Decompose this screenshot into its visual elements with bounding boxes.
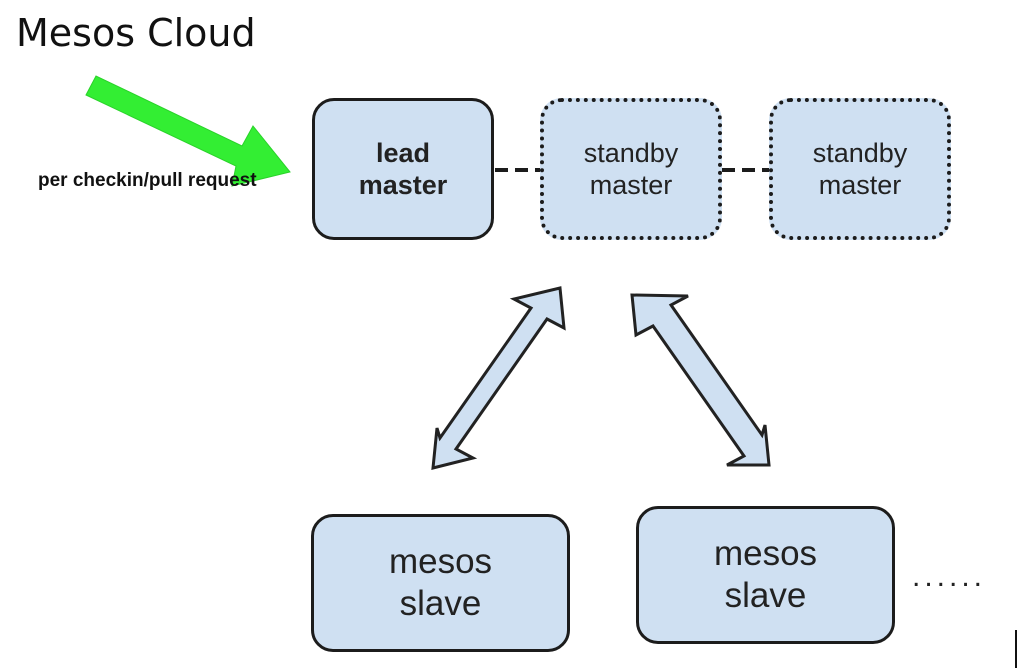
slave-line2: slave [399,584,482,623]
trigger-arrow [85,75,291,187]
trigger-label: per checkin/pull request [38,170,257,191]
mesos-slave-node: mesos slave [636,506,895,644]
mesos-slave-node: mesos slave [311,514,570,652]
standby-master-line1: standby [583,137,679,168]
slave-line1: mesos [388,542,493,581]
standby-master-line2: master [818,170,902,200]
standby-master-node: standby master [540,98,722,240]
standby-master-node: standby master [769,98,951,240]
lead-master-line2: master [358,170,448,200]
standby-master-line1: standby [812,137,908,168]
double-arrow-left [431,286,566,470]
more-slaves-indicator: ...... [912,560,987,593]
diagram-title: Mesos Cloud [16,11,256,55]
lead-master-line1: lead [375,137,431,168]
slave-line2: slave [724,576,807,615]
lead-master-node: lead master [312,98,494,240]
standby-master-line2: master [589,170,673,200]
double-arrow-right [630,293,771,467]
slave-line1: mesos [713,534,818,573]
